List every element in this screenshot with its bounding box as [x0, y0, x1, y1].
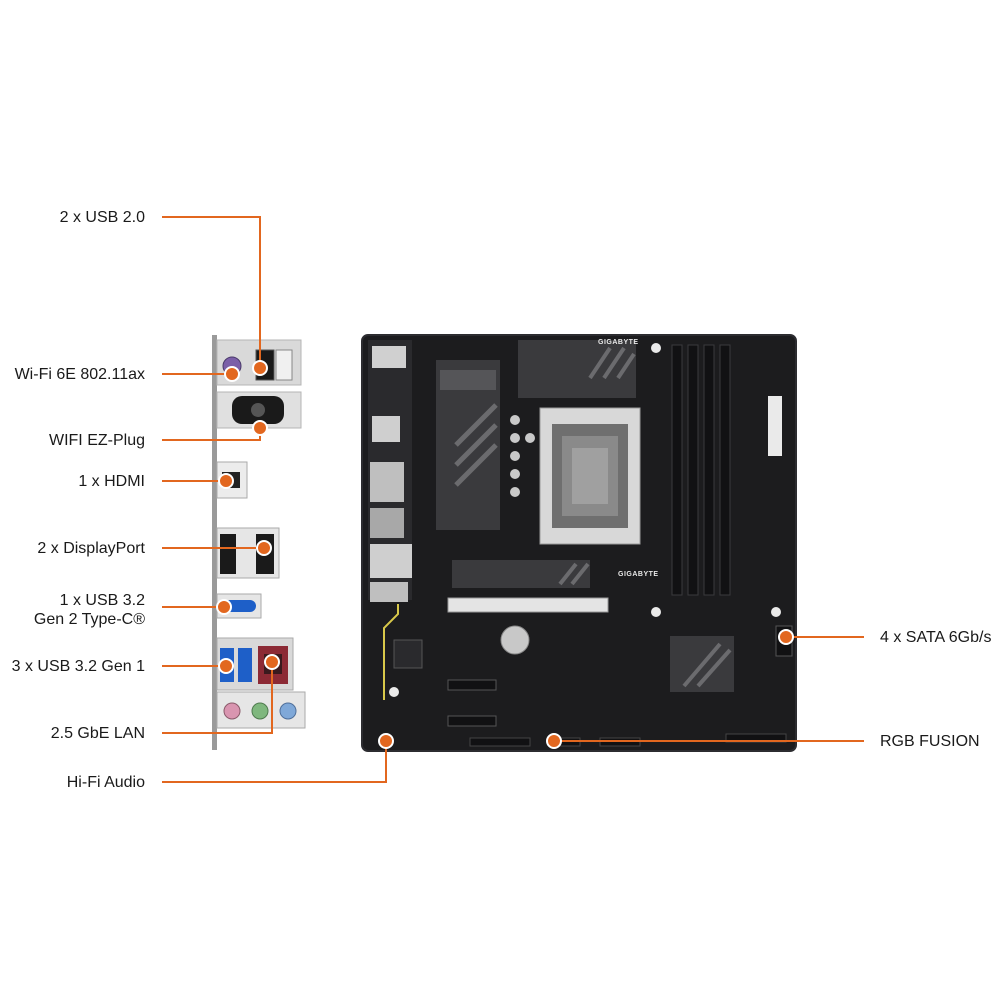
audio-jack-pink	[223, 702, 241, 720]
displayport-1	[220, 534, 236, 574]
leader-lines	[162, 216, 864, 783]
capacitors	[510, 415, 535, 497]
audio-jack-blue	[279, 702, 297, 720]
vrm-heatsink-top	[518, 340, 636, 398]
callout-lan: 2.5 GbE LAN	[50, 725, 145, 742]
motherboard	[361, 334, 797, 752]
callout-usb32-gen1: 3 x USB 3.2 Gen 1	[11, 658, 145, 675]
callout-hdmi: 1 x HDMI	[78, 473, 145, 490]
usb32-port-2	[238, 648, 252, 682]
callout-ez-plug: WIFI EZ-Plug	[48, 432, 145, 449]
callout-audio: Hi-Fi Audio	[66, 774, 145, 791]
callout-typec: 1 x USB 3.2 Gen 2 Type-C®	[34, 591, 145, 629]
callout-usb20: 2 x USB 2.0	[59, 209, 145, 226]
vrm-heatsink-left	[436, 360, 500, 530]
pcie-x1-slot-2	[447, 715, 497, 727]
m2-heatsink	[452, 560, 590, 588]
board-brand-logo-mid: GIGABYTE	[618, 571, 659, 578]
callout-sata: 4 x SATA 6Gb/s	[880, 629, 992, 646]
callout-displayport: 2 x DisplayPort	[37, 540, 145, 557]
cmos-battery	[500, 625, 530, 655]
pcie-x1-slot-1	[447, 679, 497, 691]
callout-typec-line2: Gen 2 Type-C®	[33, 611, 145, 628]
leader-dots	[216, 360, 794, 749]
ram-slots	[671, 344, 731, 596]
chipset-heatsink	[670, 636, 734, 692]
pcie-x16-slot	[447, 597, 609, 613]
callout-typec-line1: 1 x USB 3.2	[59, 592, 145, 609]
board-brand-logo-top: GIGABYTE	[598, 339, 639, 346]
callout-rgb-fusion: RGB FUSION	[880, 733, 980, 750]
cpu-socket	[539, 407, 641, 545]
mounting-holes	[389, 343, 781, 697]
audio-jack-green	[251, 702, 269, 720]
callout-wifi: Wi-Fi 6E 802.11ax	[14, 366, 145, 383]
